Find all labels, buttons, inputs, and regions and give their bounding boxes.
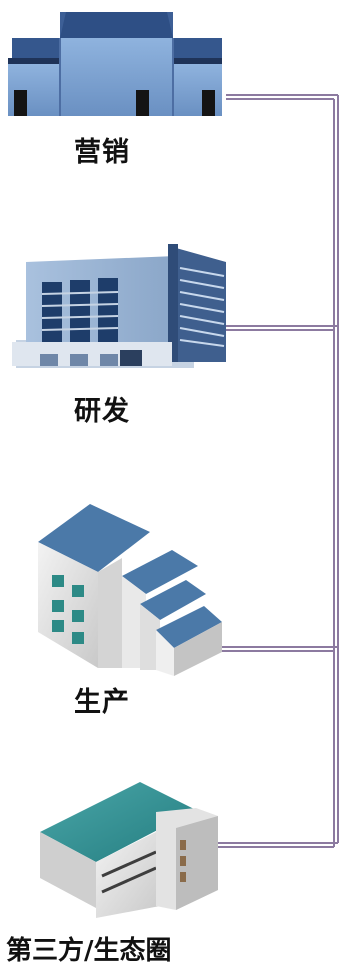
node-label-marketing: 营销 bbox=[74, 137, 130, 168]
government-building-icon bbox=[8, 12, 222, 116]
connector-line-4 bbox=[216, 842, 338, 848]
factory-building-icon bbox=[38, 504, 222, 676]
ecosystem-building-icon bbox=[40, 782, 218, 918]
connector-line-1 bbox=[226, 94, 338, 100]
node-label-production: 生产 bbox=[74, 687, 130, 718]
node-label-ecosystem: 第三方/生态圈 bbox=[6, 936, 172, 966]
connector-line-3 bbox=[216, 646, 338, 652]
connector-vertical bbox=[333, 95, 339, 847]
office-tower-icon bbox=[12, 244, 226, 368]
connector-bus bbox=[216, 94, 339, 848]
connector-line-2 bbox=[226, 325, 338, 331]
node-label-rnd: 研发 bbox=[74, 396, 130, 427]
